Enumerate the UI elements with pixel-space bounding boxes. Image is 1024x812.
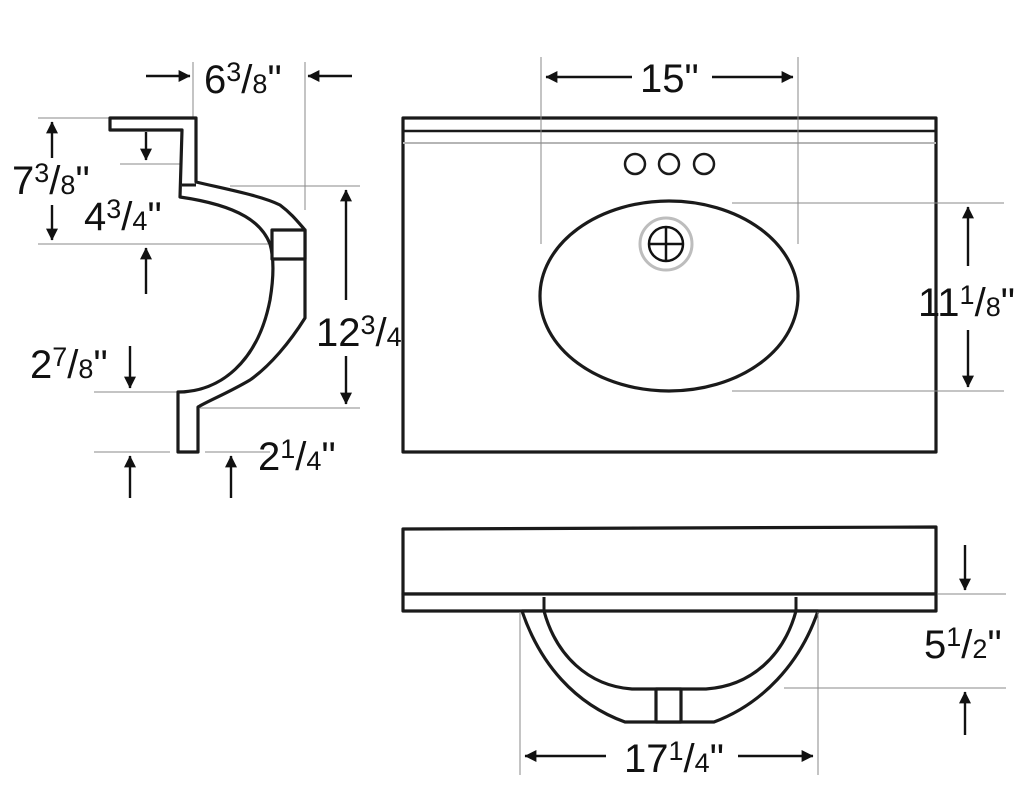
side-view: 63/8" 73/8" 43/4" 123/4" 27/8" 21/4" [12, 57, 416, 498]
drain-ring [638, 216, 694, 272]
dim-top-width-label: 63/8" [204, 57, 282, 102]
front-bowl-outline [520, 609, 820, 724]
faucet-hole [623, 152, 647, 176]
dim-bowl-length-label: 111/8" [918, 280, 1015, 325]
faucet-hole [692, 152, 716, 176]
front-drain [654, 687, 683, 724]
dim-total-height-label: 73/8" [12, 158, 90, 203]
dim-apron-label: 21/4" [258, 434, 336, 479]
front-deck-outline [401, 525, 938, 596]
dim-bowl-width-label: 15" [640, 57, 699, 101]
top-view: 15" 111/8" [401, 57, 1015, 454]
drain-stub [270, 228, 307, 261]
front-deck-edge [401, 592, 938, 613]
faucet-hole [657, 152, 681, 176]
dim-bowl-depth-label: 123/4" [316, 310, 416, 355]
front-view: 51/2" 171/4" [401, 525, 1006, 781]
bowl-outline [538, 199, 800, 393]
dim-deck-to-bowl-label: 43/4" [84, 194, 162, 239]
dim-bowl-span-label: 171/4" [624, 736, 724, 781]
dim-bowl-height-label: 51/2" [924, 622, 1002, 667]
side-profile-outline [108, 116, 307, 454]
dim-bottom-offset-label: 27/8" [30, 342, 108, 387]
